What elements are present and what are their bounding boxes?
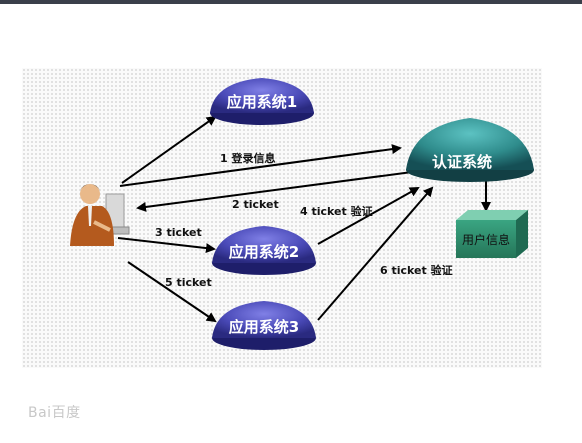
node-app1-label: 应用系统1 [227, 93, 297, 111]
edge-label-6: 6 ticket 验证 [380, 263, 453, 277]
user-at-computer-icon [70, 184, 130, 246]
arrow-ticket-2 [136, 171, 413, 212]
node-app2: 应用系统2 [212, 226, 316, 275]
node-app2-label: 应用系统2 [229, 243, 299, 261]
node-app3: 应用系统3 [212, 301, 316, 350]
edge-label-2: 2 ticket [232, 198, 279, 211]
arrow-ticket-5 [127, 261, 217, 323]
arrow-ticket-3 [117, 237, 216, 254]
edge-label-1: 1 登录信息 [220, 151, 275, 165]
arrow-login-info [119, 144, 402, 187]
top-bar [0, 0, 582, 4]
arrow-ticket-6-verify [317, 186, 434, 321]
arrow-user-to-app1 [121, 115, 217, 184]
edge-label-4: 4 ticket 验证 [300, 204, 373, 218]
arrow-ticket-4-verify [317, 187, 420, 245]
node-app1: 应用系统1 [210, 78, 314, 125]
node-auth-label: 认证系统 [432, 153, 492, 171]
node-userdata: 用户信息 [456, 210, 528, 258]
edge-label-5: 5 ticket [165, 276, 212, 289]
edge-label-3: 3 ticket [155, 226, 202, 239]
node-auth: 认证系统 [406, 118, 534, 182]
node-app3-label: 应用系统3 [229, 318, 299, 336]
watermark: Bai百度 [28, 405, 81, 421]
node-userdata-label: 用户信息 [462, 232, 510, 247]
